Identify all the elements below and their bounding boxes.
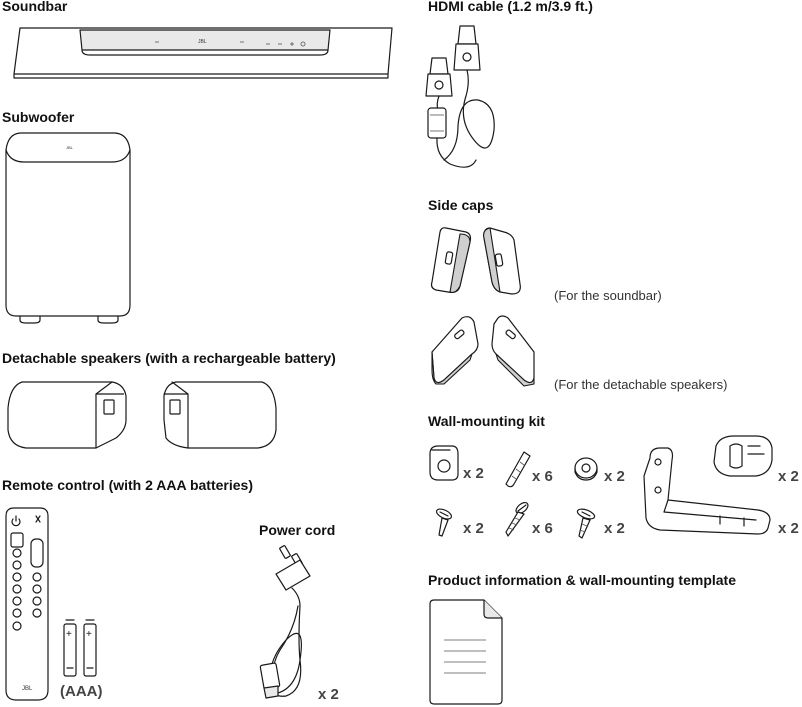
power-cord-illustration	[0, 0, 340, 707]
battery-type-label: (AAA)	[60, 683, 103, 700]
detachable-speaker-left	[0, 0, 290, 460]
soundbar-button-icons	[155, 42, 305, 46]
mount-screw-icon	[0, 0, 802, 560]
long-screw-icon	[0, 0, 802, 560]
remote-logo: JBL	[22, 686, 33, 692]
wall-plug-icon	[0, 0, 802, 560]
soundbar-illustration: JBL	[0, 0, 402, 90]
wall-kit-qty-3: x 2	[604, 468, 625, 485]
wall-kit-qty-4: x 2	[778, 468, 799, 485]
hdmi-cable-illustration	[0, 0, 520, 180]
subwoofer-illustration: JBL	[0, 0, 140, 330]
wall-kit-qty-5: x 2	[463, 520, 484, 537]
aaa-batteries-illustration: + +	[0, 0, 130, 707]
speaker-side-caps-illustration	[0, 0, 560, 400]
subwoofer-logo: JBL	[66, 145, 74, 150]
product-info-heading: Product information & wall-mounting temp…	[428, 572, 736, 588]
side-caps-heading: Side caps	[428, 197, 494, 213]
svg-text:+: +	[66, 629, 72, 640]
svg-text:+: +	[86, 629, 92, 640]
detachable-speaker-right	[0, 0, 290, 460]
soundbar-side-caps-illustration	[0, 0, 560, 400]
subwoofer-heading: Subwoofer	[2, 109, 75, 125]
bracket-clip-icon	[0, 0, 802, 560]
wall-kit-qty-2: x 6	[532, 468, 553, 485]
wall-kit-qty-6: x 6	[532, 520, 553, 537]
soundbar-heading: Soundbar	[2, 0, 68, 14]
power-cord-heading: Power cord	[259, 522, 336, 538]
wall-bracket-icon	[0, 0, 802, 560]
soundbar-logo: JBL	[198, 39, 207, 45]
remote-control-illustration: JBL	[0, 0, 130, 707]
short-screw-icon	[0, 0, 802, 560]
side-caps-soundbar-note: (For the soundbar)	[554, 288, 662, 303]
detachable-speakers-heading: Detachable speakers (with a rechargeable…	[2, 350, 336, 366]
hdmi-cable-heading: HDMI cable (1.2 m/3.9 ft.)	[428, 0, 593, 14]
washer-icon	[0, 0, 802, 560]
wall-kit-qty-1: x 2	[463, 465, 484, 482]
power-cord-quantity: x 2	[318, 686, 339, 703]
wall-mounting-kit-heading: Wall-mounting kit	[428, 413, 545, 429]
mounting-arm-icon	[0, 0, 802, 560]
side-caps-speakers-note: (For the detachable speakers)	[554, 377, 728, 392]
remote-control-heading: Remote control (with 2 AAA batteries)	[2, 477, 253, 493]
power-icon	[12, 516, 20, 526]
wall-kit-qty-8: x 2	[778, 520, 799, 537]
wall-kit-qty-7: x 2	[604, 520, 625, 537]
